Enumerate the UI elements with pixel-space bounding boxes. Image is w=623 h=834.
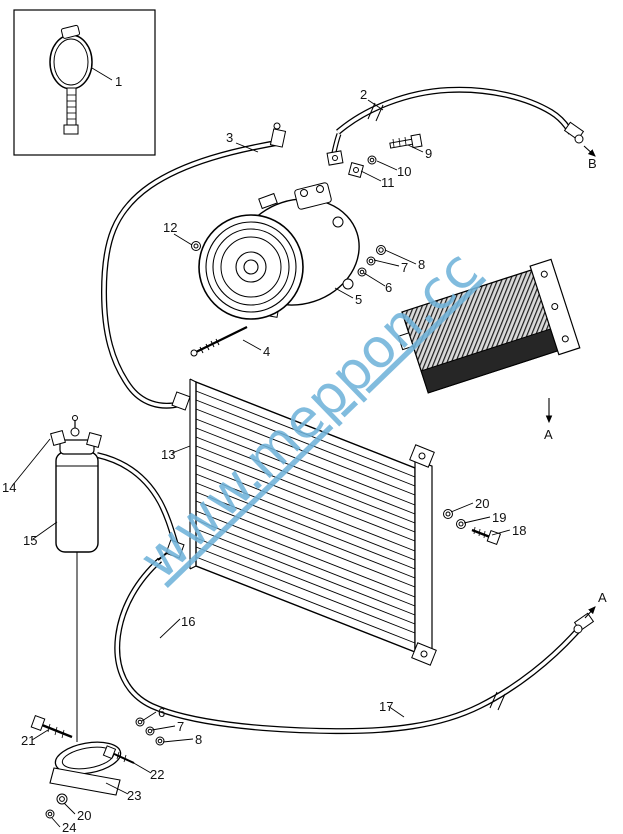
- receiver-drier: [50, 415, 102, 742]
- stud-4: [190, 326, 248, 357]
- bracket-plate-23: [49, 767, 121, 796]
- condenser-inlet-fitting: [171, 391, 191, 411]
- hose-3: [100, 139, 283, 409]
- callout-3: 3: [226, 130, 233, 145]
- callout-5: 5: [355, 292, 362, 307]
- callout-20b: 20: [77, 808, 91, 823]
- mount-clamp-assembly: [30, 715, 165, 819]
- suction-fitting: [269, 128, 287, 148]
- hose-clamp-item-1: [49, 24, 93, 135]
- callout-10: 10: [397, 164, 411, 179]
- fitting-11: [348, 162, 364, 178]
- callout-15: 15: [23, 533, 37, 548]
- callout-b: B: [588, 156, 597, 171]
- compressor: [190, 122, 386, 357]
- callout-22: 22: [150, 767, 164, 782]
- callout-a-mid: A: [544, 427, 553, 442]
- hose-2: [329, 86, 574, 163]
- callout-23: 23: [127, 788, 141, 803]
- washer-24: [45, 809, 55, 819]
- bolt-9: [389, 133, 423, 149]
- bolt-22: [102, 745, 135, 764]
- nut-20-bottom: [56, 793, 68, 805]
- condenser-right-frame: [414, 459, 433, 661]
- callout-labels: 1 2 3 9 10 11 12 7 8 6 5 4 13 14 15 20 1…: [2, 74, 607, 834]
- callout-2: 2: [360, 87, 367, 102]
- fitting-b: [563, 121, 596, 157]
- hose-receiver-to-condenser: [96, 452, 179, 546]
- evaporator-unit: [397, 258, 581, 394]
- callout-17: 17: [379, 699, 393, 714]
- fitting-a: [573, 606, 596, 634]
- bolt-18: [471, 526, 502, 545]
- hose-16-17: [114, 557, 583, 735]
- bolt-21: [30, 715, 73, 739]
- callout-6b: 6: [158, 705, 165, 720]
- callout-11: 11: [381, 175, 395, 190]
- callout-9: 9: [425, 146, 432, 161]
- leader-lines: [11, 67, 511, 828]
- callout-8a: 8: [418, 257, 425, 272]
- washer-19: [456, 519, 466, 529]
- callout-8b: 8: [195, 732, 202, 747]
- compressor-pulley: [198, 214, 304, 320]
- bolt-12: [191, 241, 201, 251]
- washer-20-right: [443, 509, 453, 519]
- callout-1: 1: [115, 74, 122, 89]
- receiver-right-fitting: [86, 432, 102, 448]
- condenser: [157, 378, 437, 666]
- callout-13: 13: [161, 447, 175, 462]
- callout-14: 14: [2, 480, 16, 495]
- callout-21: 21: [21, 733, 35, 748]
- callout-7b: 7: [177, 719, 184, 734]
- discharge-fitting: [326, 150, 344, 166]
- callout-20a: 20: [475, 496, 489, 511]
- washers-6-7-8-upper: [357, 245, 386, 277]
- inset-box: [13, 9, 156, 156]
- condenser-bottom-bracket: [411, 642, 437, 666]
- condenser-top-bracket: [409, 444, 435, 468]
- condenser-outlet-fitting: [165, 539, 185, 559]
- callout-a-right: A: [598, 590, 607, 605]
- receiver-left-fitting: [50, 430, 66, 446]
- callout-6a: 6: [385, 280, 392, 295]
- callout-24: 24: [62, 820, 76, 834]
- washers-6-7-8-lower: [135, 717, 165, 746]
- callout-16: 16: [181, 614, 195, 629]
- callout-19: 19: [492, 510, 506, 525]
- callout-7a: 7: [401, 260, 408, 275]
- callout-12: 12: [163, 220, 177, 235]
- callout-18: 18: [512, 523, 526, 538]
- callout-4: 4: [263, 344, 270, 359]
- washer-10: [367, 155, 377, 165]
